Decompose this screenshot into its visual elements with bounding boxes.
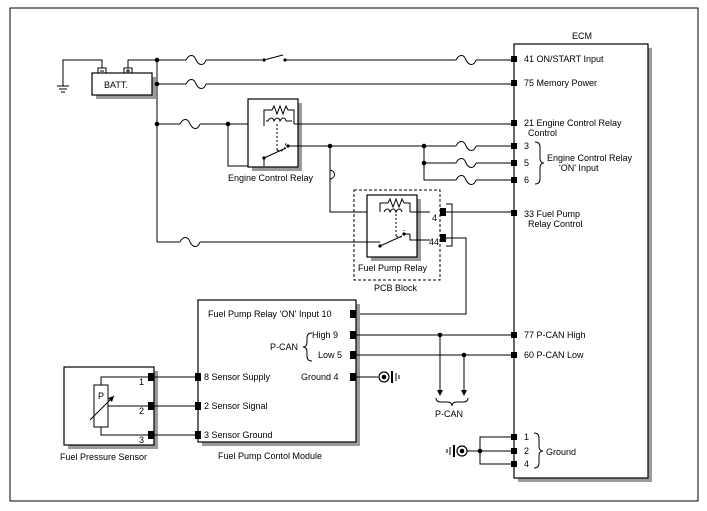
battery-ground-icon [57,85,69,93]
ecm-pin-fpr-control-2: Relay Control [528,219,583,229]
ecr-to-fpr-circuit [327,143,380,213]
ecm-pin-ecr-control: 21 Engine Control Relay [524,118,622,128]
ecm-pin-pcan-high: 77 P-CAN High [524,330,586,340]
ecr-on-input-circuit [300,141,511,185]
sensor-label: Fuel Pressure Sensor [60,452,147,462]
module-pcan-brace [302,332,313,362]
module-sensor-signal: 2 Sensor Signal [204,401,268,411]
pcan-bus-label: P-CAN [435,409,463,419]
ecm-ground-label: Ground [546,447,576,457]
fpr-pin-44: 44 [429,237,439,247]
ecm-pin-5: 5 [524,158,529,168]
ecm-box [513,43,649,479]
ecm-pin-3: 3 [524,141,529,151]
ecm-pin-on-start: 41 ON/START Input [524,54,604,64]
ecm-pin-6: 6 [524,175,529,185]
module-pcan-label: P-CAN [270,342,298,352]
ecm-pin-memory-power: 75 Memory Power [524,78,597,88]
fuel-pump-control-module [197,299,357,443]
ecm-pin-gnd-4: 4 [524,459,529,469]
ecm-pin-gnd-2: 2 [524,446,529,456]
module-sensor-ground: 3 Sensor Ground [204,430,273,440]
fpr-label: Fuel Pump Relay [358,263,428,273]
ecm-ecr-on-input: Engine Control Relay [547,153,633,163]
ecm-pin-fpr-control: 33 Fuel Pump [524,209,580,219]
fpr-pin-4: 4 [432,213,437,223]
battery-label: BATT. [104,80,128,90]
engine-control-relay: Engine Control Relay [228,98,314,183]
ecm-ground-brace [533,432,544,469]
sensor-pin-1: 1 [139,377,144,387]
memory-power-circuit [157,79,511,89]
sensor-pins [148,373,154,439]
module-pins [195,310,356,439]
battery: BATT. [91,67,156,99]
ecm-ecr-on-input-2: 'ON' Input [559,163,599,173]
module-label: Fuel Pump Contol Module [218,451,322,461]
fpr-feed-circuit [157,237,380,247]
module-low: Low 5 [318,350,342,360]
module-sensor-supply: 8 Sensor Supply [204,372,271,382]
module-relay-on-input: Fuel Pump Relay 'ON' Input 10 [208,309,332,319]
module-high: High 9 [312,330,338,340]
ecm-title: ECM [572,31,592,41]
ecm-pin-gnd-1: 1 [524,432,529,442]
sensor-symbol: P [98,391,104,401]
pcb-block-label: PCB Block [374,283,418,293]
pcan-circuit: P-CAN [356,332,511,419]
ecm-pin-connectors [511,56,517,467]
ecm-pin-ecr-control-2: Control [528,128,557,138]
sensor-pin-2: 2 [139,406,144,416]
pcan-bus-brace [435,397,469,407]
ecm-pin-pcan-low: 60 P-CAN Low [524,350,584,360]
ecm-ground-icon [446,436,511,465]
fuel-pump-relay: Fuel Pump Relay 4 44 [358,194,439,273]
ecm-on-input-brace [534,141,545,185]
module-ground-icon [356,371,400,383]
module-ground: Ground 4 [301,372,339,382]
ecr-label: Engine Control Relay [228,173,314,183]
on-start-circuit [157,54,511,65]
diagram-frame [9,7,699,502]
sensor-pin-3: 3 [139,435,144,445]
